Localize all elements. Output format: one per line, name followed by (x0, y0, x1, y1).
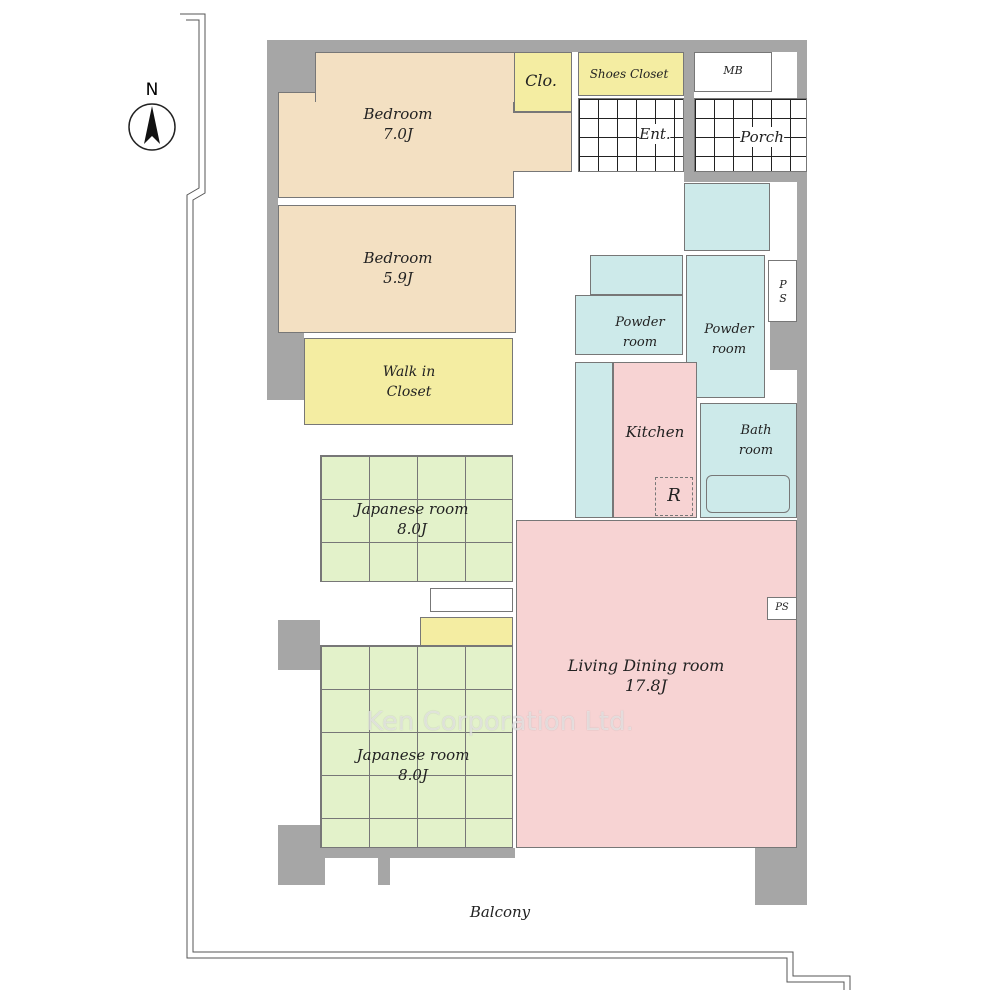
room-name: Living Dining room (567, 656, 725, 675)
room-japanese-1 (320, 455, 513, 582)
label-walk-in-closet: Walk in Closet (382, 364, 436, 400)
room-name: Bedroom (363, 105, 433, 123)
room-powder-2 (686, 255, 765, 398)
refrigerator-space (655, 477, 693, 516)
watermark: Ken Corporation Ltd. (366, 707, 634, 737)
room-size: 8.0J (398, 766, 428, 784)
room-bedroom-7 (278, 92, 514, 198)
label-porch: Porch (740, 127, 784, 147)
room-bedroom-7-right (513, 112, 572, 172)
hallway (516, 172, 576, 520)
room-name: Japanese room (356, 746, 470, 764)
label-bath: Bath room (738, 423, 774, 458)
room-closet (514, 52, 572, 112)
label-ps-top: P S (779, 278, 787, 305)
bathtub (706, 475, 790, 513)
room-ps-ldk (767, 597, 797, 620)
room-size: 7.0J (383, 125, 413, 143)
wall-porch (684, 172, 807, 182)
room-powder-1 (575, 295, 683, 355)
wall-pillar-right (755, 840, 807, 905)
label-japanese-2: Japanese room 8.0J (357, 745, 470, 785)
room-shoes-closet (578, 52, 684, 96)
label-powder-1: Powder room (615, 315, 665, 350)
kitchen-counter (575, 362, 613, 518)
room-size: 5.9J (383, 269, 413, 287)
wall-entrance (684, 52, 694, 172)
wall-bottom-mid (378, 848, 390, 885)
washing-area (590, 255, 683, 295)
north-arrow-icon (128, 103, 176, 151)
room-bedroom-5 (278, 205, 516, 333)
label-japanese-1: Japanese room 8.0J (356, 499, 469, 539)
label-powder-2: Powder room (704, 322, 754, 357)
label-kitchen: Kitchen (625, 423, 685, 441)
room-bedroom-7-upper (315, 52, 515, 102)
compass: N (127, 80, 177, 151)
wall-pillar-left (278, 620, 320, 670)
room-walk-in-closet (304, 338, 513, 425)
label-shoes-closet: Shoes Closet (589, 67, 669, 81)
room-ps-top (768, 260, 797, 322)
closet-japanese (430, 588, 513, 612)
label-ps-ldk: PS (775, 602, 789, 613)
label-balcony: Balcony (469, 903, 531, 921)
wall-notch (267, 40, 315, 92)
room-entrance (578, 98, 684, 172)
room-name: Bedroom (363, 249, 433, 267)
compass-north-label: N (145, 80, 159, 100)
room-japanese-2 (320, 645, 513, 848)
label-entrance: Ent. (639, 124, 671, 144)
room-name: Japanese room (355, 500, 469, 518)
label-refrigerator: R (667, 485, 681, 506)
room-size: 17.8J (624, 676, 668, 695)
room-size: 8.0J (397, 520, 427, 538)
label-closet: Clo. (525, 71, 557, 90)
label-bedroom-5: Bedroom 5.9J (364, 248, 433, 288)
wall-right (797, 40, 807, 905)
wall-pillar-bottom-left (278, 825, 325, 885)
wall-top (267, 40, 807, 52)
room-toilet (684, 183, 770, 251)
wall-ps (770, 322, 797, 370)
wall-bottom (320, 848, 515, 858)
wall-left-upper (267, 40, 278, 330)
room-mb (694, 52, 772, 92)
room-ldk (516, 520, 797, 848)
label-bedroom-7: Bedroom 7.0J (364, 104, 433, 144)
label-mb: MB (723, 64, 743, 77)
